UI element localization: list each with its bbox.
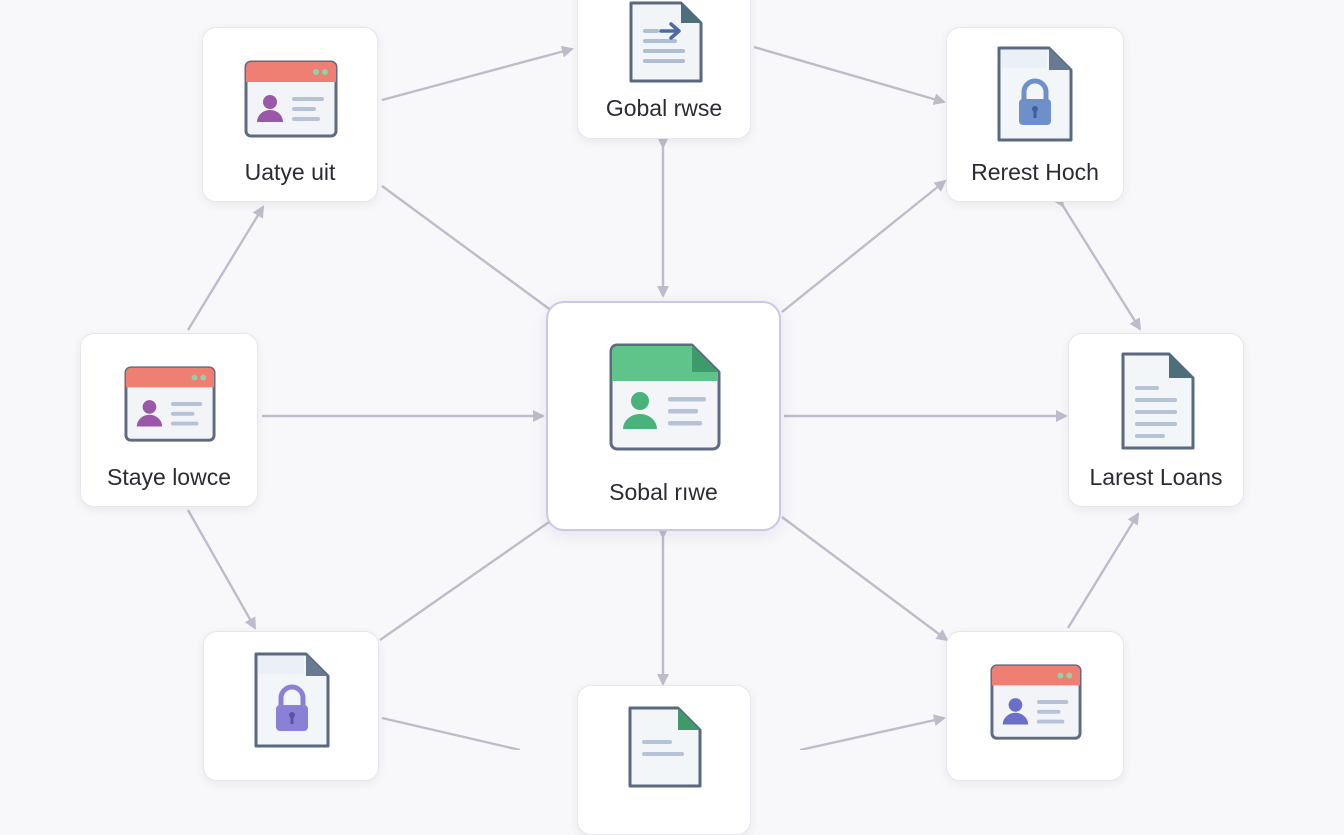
node-label: Rerest Hoch [971, 159, 1099, 185]
node-top-left[interactable]: Uatye uit [202, 27, 378, 202]
profile-card-red-icon [990, 664, 1082, 740]
document-green-icon [628, 706, 702, 788]
node-right[interactable]: Larest Loans [1068, 333, 1244, 507]
profile-card-red-icon [124, 366, 216, 442]
document-lines-icon [1121, 352, 1195, 450]
edge-top-right-right [1052, 194, 1142, 331]
document-lock-icon [997, 46, 1073, 142]
node-label: Staye lowce [106, 464, 231, 490]
node-top-right[interactable]: Rerest Hoch [946, 27, 1124, 202]
node-center[interactable]: Sobal rıwe [546, 301, 781, 531]
edge-bottom-to-bottom-right [799, 714, 946, 750]
document-lock-icon [254, 652, 330, 748]
connection-edges [186, 45, 1142, 750]
node-top[interactable]: Gobal rwse [577, 0, 751, 139]
node-label: Larest Loans [1089, 464, 1223, 490]
edge-bottom-left-to-bottom [381, 716, 521, 750]
node-bottom-left[interactable] [203, 631, 379, 781]
profile-card-green-icon [609, 343, 721, 451]
edge-left-to-bottom-left [186, 509, 257, 630]
node-bottom[interactable] [577, 685, 751, 835]
edge-top-to-top-right [753, 45, 946, 105]
edge-left-to-top-left [186, 205, 265, 331]
node-left[interactable]: Staye lowce [80, 333, 258, 507]
profile-card-red-icon [244, 60, 338, 138]
node-label: Gobal rwse [605, 95, 723, 121]
edge-center-to-top-right [781, 179, 947, 313]
edge-top-left-to-top [381, 45, 574, 102]
node-bottom-right[interactable] [946, 631, 1124, 781]
edge-center-to-bottom-right [781, 516, 949, 642]
document-arrow-icon [629, 1, 703, 83]
edge-bottom-left-to-center [379, 519, 553, 641]
node-label: Uatye uit [244, 159, 336, 185]
node-label: Sobal rıwe [609, 479, 718, 505]
edge-bottom-right-to-right [1066, 512, 1140, 629]
edge-top-left-to-center [381, 185, 553, 312]
